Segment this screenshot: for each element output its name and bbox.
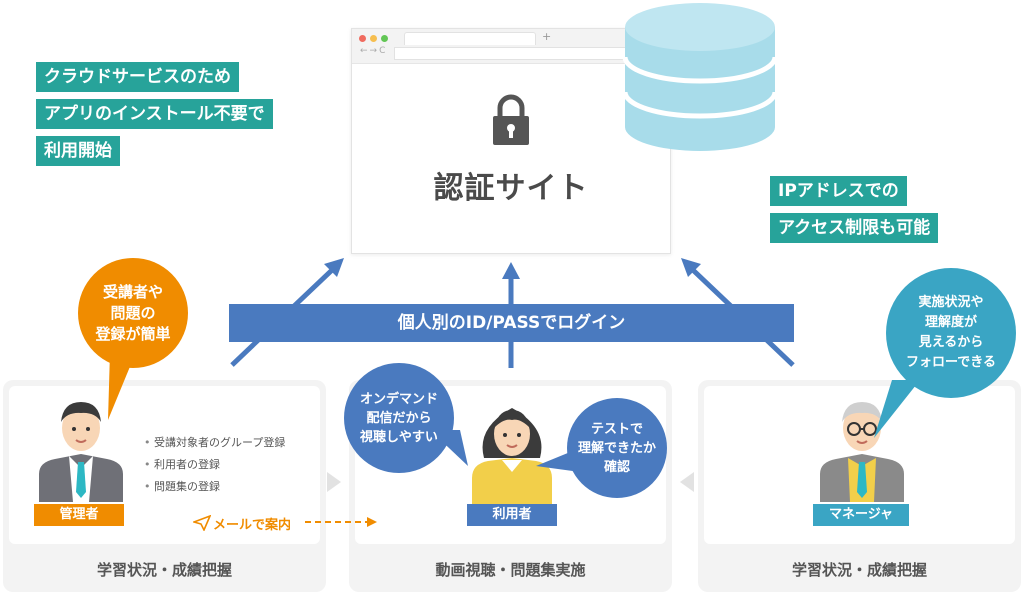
ondemand-bubble: オンデマンド配信だから視聴しやすい <box>344 363 454 473</box>
mail-guide-label: メールで案内 <box>213 518 292 533</box>
user-person-icon <box>472 408 552 504</box>
user-role-label: 利用者 <box>467 504 557 526</box>
flow-chevron-icon <box>680 472 694 492</box>
database-icon <box>622 3 778 151</box>
feature-tag-ip: IPアドレスでの <box>770 176 907 206</box>
flow-chevron-icon <box>327 472 341 492</box>
manager-role-label: マネージャ <box>813 504 909 526</box>
user-panel-label: 動画視聴・問題集実施 <box>435 561 586 579</box>
admin-role-label: 管理者 <box>34 504 124 526</box>
admin-panel-label: 学習状況・成績把握 <box>96 561 232 579</box>
admin-person-icon <box>39 402 123 502</box>
feature-tag-no-install: アプリのインストール不要で <box>36 99 273 129</box>
manager-bubble-tail <box>874 380 920 438</box>
list-item: 問題集の登録 <box>144 476 285 498</box>
site-title: 認証サイト <box>433 171 589 206</box>
manager-panel-label: 学習状況・成績把握 <box>791 561 927 579</box>
lock-icon <box>493 94 529 145</box>
auth-site-browser: + ←→C 認証サイト <box>351 28 671 254</box>
new-tab-icon: + <box>542 30 552 43</box>
feature-tag-start: 利用開始 <box>36 136 120 166</box>
list-item: 利用者の登録 <box>144 454 285 476</box>
feature-tag-cloud: クラウドサービスのため <box>36 62 239 92</box>
admin-feature-list: 受講対象者のグループ登録 利用者の登録 問題集の登録 <box>144 432 285 498</box>
maximize-dot-icon <box>381 35 388 42</box>
manager-bubble: 実施状況や理解度が見えるからフォローできる <box>886 268 1016 398</box>
minimize-dot-icon <box>370 35 377 42</box>
nav-arrows-icon: ←→C <box>360 46 388 56</box>
feature-tag-access-limit: アクセス制限も可能 <box>770 213 939 243</box>
paper-plane-icon <box>193 515 211 531</box>
browser-tab <box>404 32 536 45</box>
test-bubble: テストで理解できたか確認 <box>567 398 667 498</box>
admin-bubble-tail <box>108 352 136 420</box>
mail-arrow-icon <box>305 517 377 527</box>
close-dot-icon <box>359 35 366 42</box>
admin-bubble: 受講者や問題の登録が簡単 <box>78 258 188 368</box>
browser-chrome: + ←→C <box>352 29 670 64</box>
list-item: 受講対象者のグループ登録 <box>144 432 285 454</box>
manager-person-icon <box>820 402 904 502</box>
login-banner: 個人別のID/PASSでログイン <box>229 304 794 342</box>
